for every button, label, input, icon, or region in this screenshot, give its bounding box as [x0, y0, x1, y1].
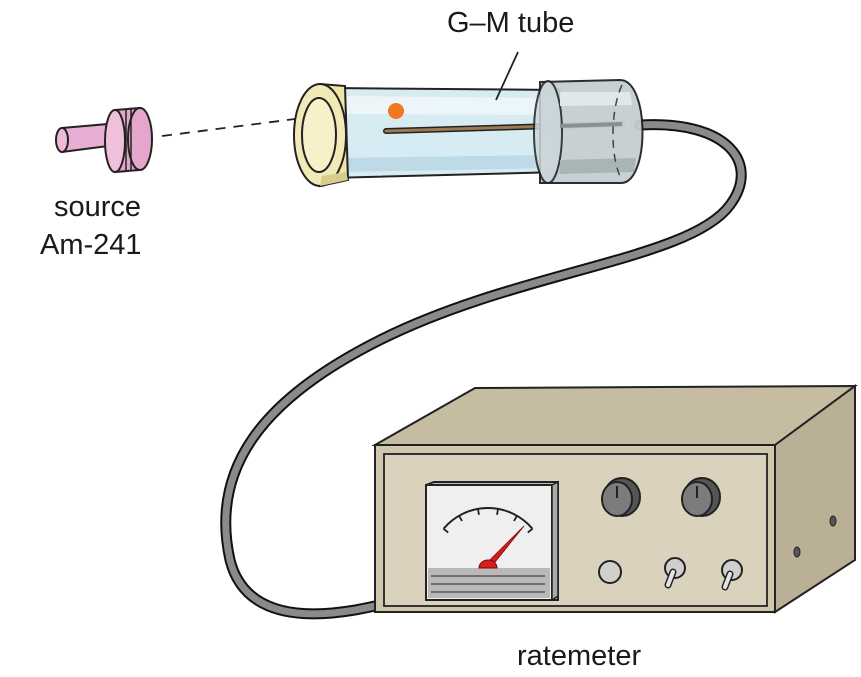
particle — [388, 103, 404, 119]
meter-tick — [496, 508, 499, 515]
toggle-switch-1[interactable] — [664, 557, 686, 589]
ratemeter-label: ratemeter — [517, 640, 641, 672]
meter-tick — [477, 508, 480, 515]
source-label: source — [54, 191, 141, 223]
gm-tube-label: G–M tube — [447, 7, 574, 39]
radioactive-source — [55, 106, 153, 174]
meter-tick — [513, 515, 518, 522]
gm-tube — [329, 86, 625, 180]
toggle-switch-2[interactable] — [721, 559, 743, 591]
meter-tick — [527, 528, 534, 534]
meter-needle — [478, 525, 525, 569]
analog-meter — [425, 480, 559, 602]
knob-1[interactable] — [601, 477, 641, 517]
meter-arc — [442, 507, 534, 530]
gm-tube-leader — [495, 51, 519, 101]
cable-fill — [222, 121, 745, 618]
meter-scale — [442, 507, 534, 534]
tube-window-cap — [293, 82, 350, 188]
needle-hub — [478, 559, 498, 569]
knob-2[interactable] — [681, 477, 721, 517]
tube-end-cap — [533, 78, 644, 185]
meter-tick — [442, 528, 449, 534]
side-screw — [793, 546, 801, 558]
source-isotope-label: Am-241 — [40, 229, 142, 261]
side-screw — [829, 515, 837, 527]
meter-tick — [458, 515, 463, 522]
radiation-path — [161, 111, 351, 137]
indicator-lamp — [598, 560, 622, 584]
